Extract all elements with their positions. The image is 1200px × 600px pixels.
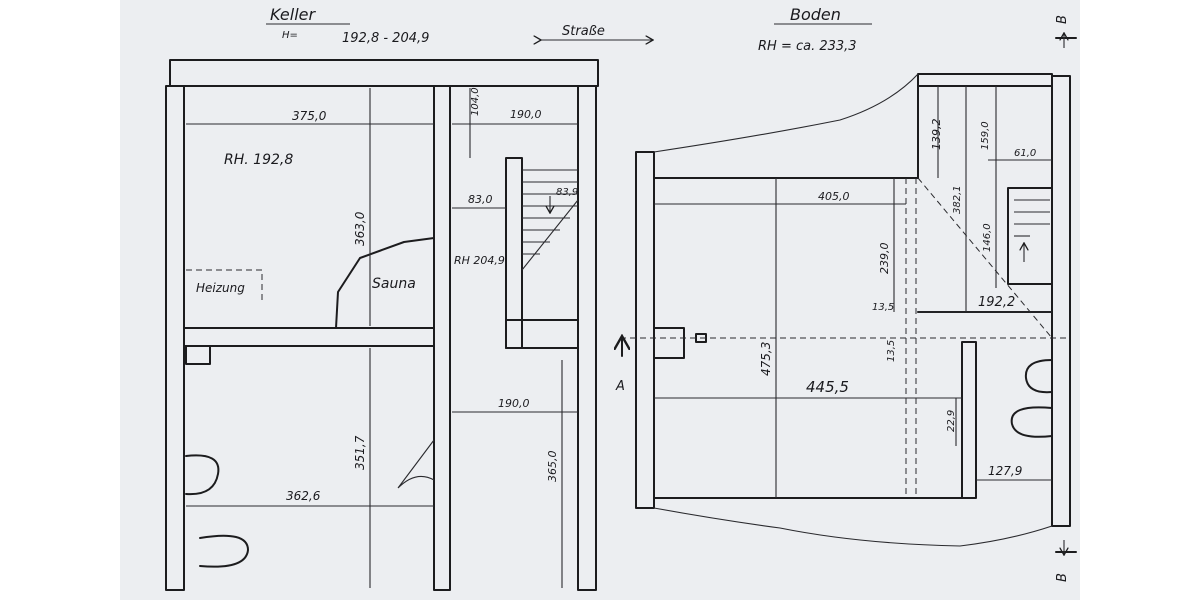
keller-rh-main: RH. 192,8	[224, 152, 293, 168]
boden-right-wall	[1051, 75, 1071, 527]
section-b-bottom-marker: B	[1055, 540, 1077, 582]
dim-104: 104,0	[470, 87, 481, 116]
drawing-sheet	[120, 0, 1080, 600]
keller-middle-wall	[433, 85, 451, 591]
dim-190-lower: 190,0	[498, 397, 530, 410]
dim-13-5-a: 13,5	[872, 302, 894, 313]
stair-landing	[505, 319, 579, 349]
boden-rh: RH = ca. 233,3	[758, 39, 857, 54]
dim-475: 475,3	[759, 342, 773, 376]
floor-edge	[653, 507, 1053, 547]
boden-left-wall	[635, 151, 655, 509]
dim-351: 351,7	[353, 435, 367, 470]
washbasin-icon	[199, 534, 249, 568]
boden-basin-icon	[1010, 406, 1053, 438]
dim-445: 445,5	[806, 378, 849, 396]
stair-treads	[521, 169, 579, 271]
dim-127-9: 127,9	[988, 464, 1022, 478]
door-swing	[397, 439, 435, 489]
dim-146: 146,0	[982, 223, 993, 252]
room-heizung-label: Heizung	[196, 281, 245, 295]
section-b-top-marker: B	[1055, 15, 1077, 48]
boden-dimension-lines	[654, 86, 1052, 498]
svg-text:B: B	[1055, 15, 1070, 24]
boden-title: Boden	[790, 5, 841, 24]
boden-plan	[620, 73, 1071, 547]
toilet-icon	[185, 454, 220, 496]
dim-61: 61,0	[1014, 148, 1036, 159]
dim-192-2: 192,2	[978, 295, 1015, 310]
dim-405: 405,0	[818, 190, 850, 203]
boden-top-wall	[917, 73, 1053, 87]
keller-chimney	[185, 345, 211, 365]
dim-159: 159,0	[980, 121, 991, 150]
keller-height-label: H=	[282, 30, 298, 41]
dim-83-9: 83,9	[556, 187, 578, 198]
dim-363: 363,0	[353, 211, 367, 246]
dim-239: 239,0	[878, 243, 891, 275]
keller-dimension-lines	[186, 88, 578, 588]
dim-13-5-b: 13,5	[886, 340, 897, 362]
svg-text:A: A	[615, 379, 625, 394]
boden-stair	[1007, 187, 1053, 285]
keller-left-wall	[165, 85, 185, 591]
dim-365: 365,0	[546, 451, 559, 483]
boden-dashed-lines	[620, 177, 1070, 498]
keller-plan	[165, 59, 599, 591]
dim-83: 83,0	[468, 193, 493, 206]
keller-height-range: 192,8 - 204,9	[342, 31, 429, 46]
dim-375: 375,0	[292, 109, 327, 123]
keller-title: Keller	[270, 5, 317, 24]
dim-22-9: 22,9	[946, 410, 957, 432]
dim-139-2: 139,2	[930, 119, 943, 151]
room-sauna-label: Sauna	[372, 276, 416, 292]
boden-toilet-icon	[1024, 359, 1053, 394]
section-a-marker: A	[615, 338, 625, 394]
strasse-label: Straße	[562, 24, 605, 39]
sauna-outline	[335, 237, 435, 329]
keller-partition-wall	[183, 327, 435, 347]
keller-top-wall	[169, 59, 599, 87]
boden-floor-lines	[653, 85, 1053, 499]
keller-rh-stair: RH 204,9	[454, 254, 505, 267]
roof-outline	[653, 73, 919, 153]
dim-190-top: 190,0	[510, 108, 542, 121]
heizung-outline	[186, 269, 263, 300]
keller-right-wall	[577, 85, 597, 591]
svg-text:B: B	[1055, 573, 1070, 582]
dim-362: 362,6	[286, 489, 321, 503]
boden-bath-wall	[961, 341, 977, 499]
boden-chimney	[653, 327, 685, 359]
dim-382-1: 382,1	[952, 185, 963, 214]
